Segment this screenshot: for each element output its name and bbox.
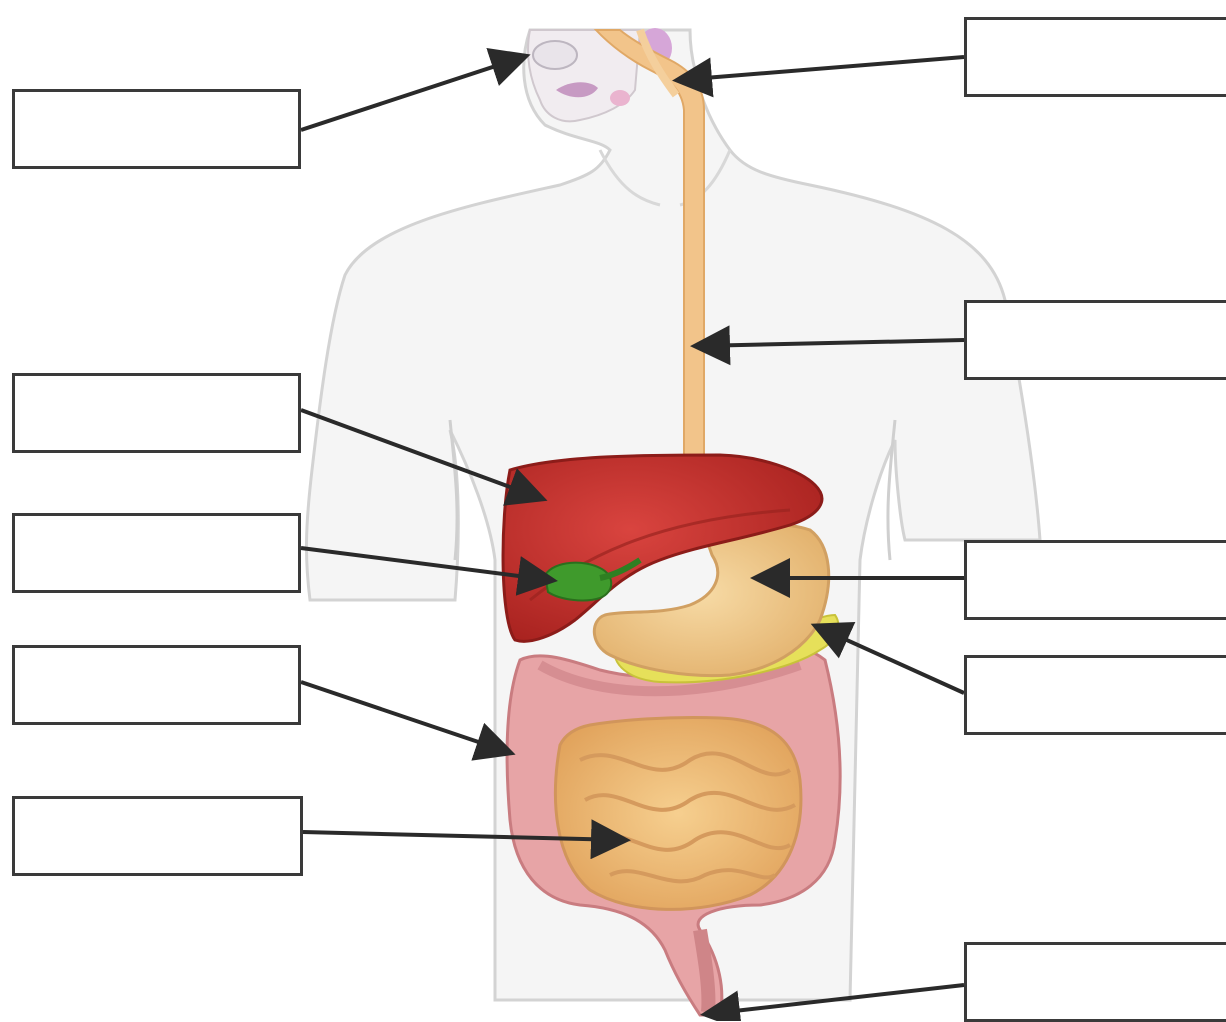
label-box-stomach[interactable] xyxy=(964,540,1226,620)
label-box-gallbladder[interactable] xyxy=(12,513,301,593)
label-box-esophagus[interactable] xyxy=(964,300,1226,380)
label-box-pancreas[interactable] xyxy=(964,655,1226,735)
small-intestine-shape xyxy=(555,717,800,909)
label-box-large-intestine[interactable] xyxy=(12,645,301,725)
label-box-mouth[interactable] xyxy=(12,89,301,169)
arrow-pharynx xyxy=(680,57,964,80)
label-box-small-intestine[interactable] xyxy=(12,796,303,876)
arrow-mouth xyxy=(301,57,523,130)
arrow-large-intestine xyxy=(301,682,508,752)
label-box-liver[interactable] xyxy=(12,373,301,453)
label-box-rectum[interactable] xyxy=(964,942,1226,1022)
label-box-pharynx[interactable] xyxy=(964,17,1226,97)
